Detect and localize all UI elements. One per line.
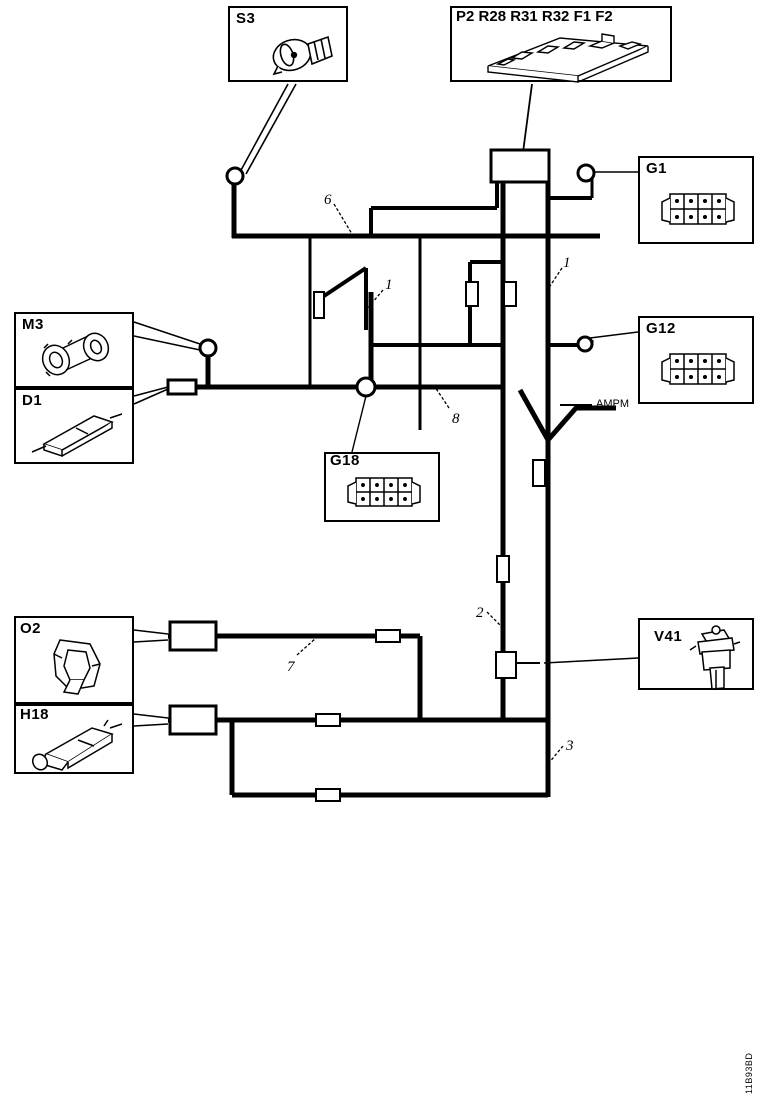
component-box-d1[interactable] [14,388,134,464]
wire-callout-2: 2 [476,605,484,621]
wire-callout-1-right: 1 [563,255,571,271]
component-box-o2[interactable] [14,616,134,704]
fuse-relay-panel-icon [487,33,649,83]
component-box-g1[interactable] [638,156,754,244]
wire-callout-1-left: 1 [385,277,393,293]
oxygen-sensor-icon [53,639,101,695]
component-box-g12[interactable] [638,316,754,404]
component-label-fuse-relay-panel: P2 R28 R31 R32 F1 F2 [456,8,613,25]
solenoid-valve-icon [689,625,741,690]
terminal-blocks [166,378,218,736]
ignition-switch-icon [272,35,333,76]
component-box-h18[interactable] [14,704,134,774]
horn-icon [31,719,123,771]
wire-callout-3: 3 [566,738,574,754]
component-label-d1: D1 [22,392,43,409]
component-box-m3[interactable] [14,312,134,388]
starter-motor-icon [41,332,110,377]
component-label-v41: V41 [654,628,683,645]
component-label-o2: O2 [20,620,42,637]
wire-callout-7: 7 [287,659,295,675]
component-box-g18[interactable] [324,452,440,522]
component-label-g12: G12 [646,320,676,337]
component-label-g18: G18 [330,452,360,469]
inline-connectors [313,281,546,802]
main-junction-box [489,148,551,184]
wire-callout-6: 6 [324,192,332,208]
component-label-h18: H18 [20,706,50,723]
component-box-fuse-relay-panel[interactable] [450,6,672,83]
component-label-s3: S3 [236,10,256,27]
diode-module-icon [31,413,123,458]
component-box-s3[interactable] [228,6,348,82]
junction-nodes [198,163,596,398]
connector-block-icon [661,353,735,385]
connector-block-icon [661,193,735,225]
wire-callout-8: 8 [452,411,460,427]
component-box-v41[interactable] [638,618,754,690]
drawing-code: 11B93BD [744,1052,754,1094]
component-label-m3: M3 [22,316,44,333]
component-label-g1: G1 [646,160,668,177]
ampm-annotation: AMPM [596,398,629,410]
connector-block-icon [347,477,421,507]
